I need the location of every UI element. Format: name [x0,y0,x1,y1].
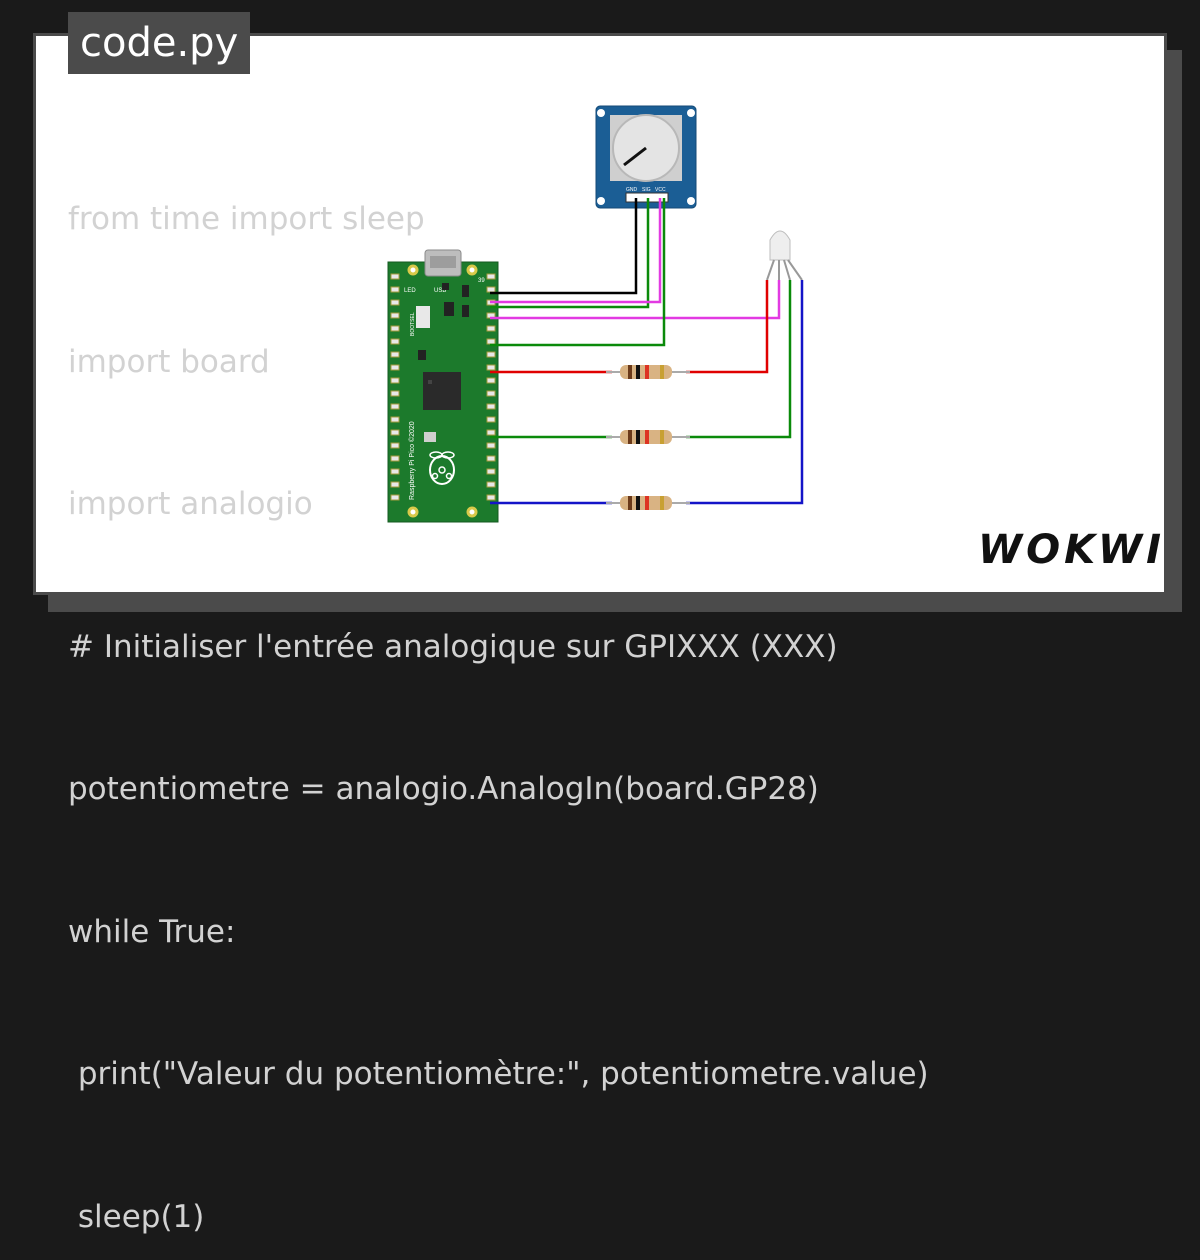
wire-magenta-vcc [490,198,662,304]
wire-red-led [686,280,769,374]
wire-green-led [686,280,792,439]
mounting-holes [407,264,478,518]
wire-green-gnd [490,198,666,347]
potentiometer-module[interactable]: GND SIG VCC [595,105,697,209]
wire-black [490,198,638,295]
wire-green-sig [490,198,650,309]
pico-board[interactable]: LED USB 39 BOOTSEL Raspberry Pi Pico ©20… [387,249,499,523]
resistor-blue[interactable] [606,496,690,510]
code-line: sleep(1) [68,1198,205,1235]
code-line: print("Valeur du potentiomètre:", potent… [68,1056,929,1092]
pot-pin-label-gnd: GND [626,187,638,193]
wire-blue-led [686,280,804,505]
code-line: potentiometre = analogio.AnalogIn(board.… [68,771,819,807]
wokwi-logo: WOKWI [978,527,1166,573]
code-file-tab[interactable]: code.py [68,12,251,74]
code-line: import board [68,343,270,380]
board-name-label: Raspberry Pi Pico ©2020 [408,421,416,500]
usb-label: USB [434,288,446,294]
bootsel-label: BOOTSEL [410,312,416,336]
code-line: # Initialiser l'entrée analogique sur GP… [68,628,838,665]
knob-indicator [623,146,647,167]
resistor-green[interactable] [606,430,690,444]
circuit-diagram: LED USB 39 BOOTSEL Raspberry Pi Pico ©20… [387,105,804,523]
pin-header-pads [390,273,496,501]
code-line: while True: [68,913,236,950]
code-line: from time import sleep [68,201,425,237]
led-label: LED [404,288,416,294]
pot-pin-label-sig: SIG [642,187,651,193]
code-line: import analogio [68,486,313,522]
resistor-red[interactable] [606,365,690,379]
pin-39-label: 39 [478,278,485,284]
pot-pin-label-vcc: VCC [655,187,666,193]
wires [490,198,804,505]
raspberry-logo-icon [429,451,455,485]
rgb-led[interactable] [766,230,803,281]
wire-magenta-led [490,280,781,320]
rp2040-chip [423,372,461,410]
bootsel-button[interactable] [416,306,430,328]
